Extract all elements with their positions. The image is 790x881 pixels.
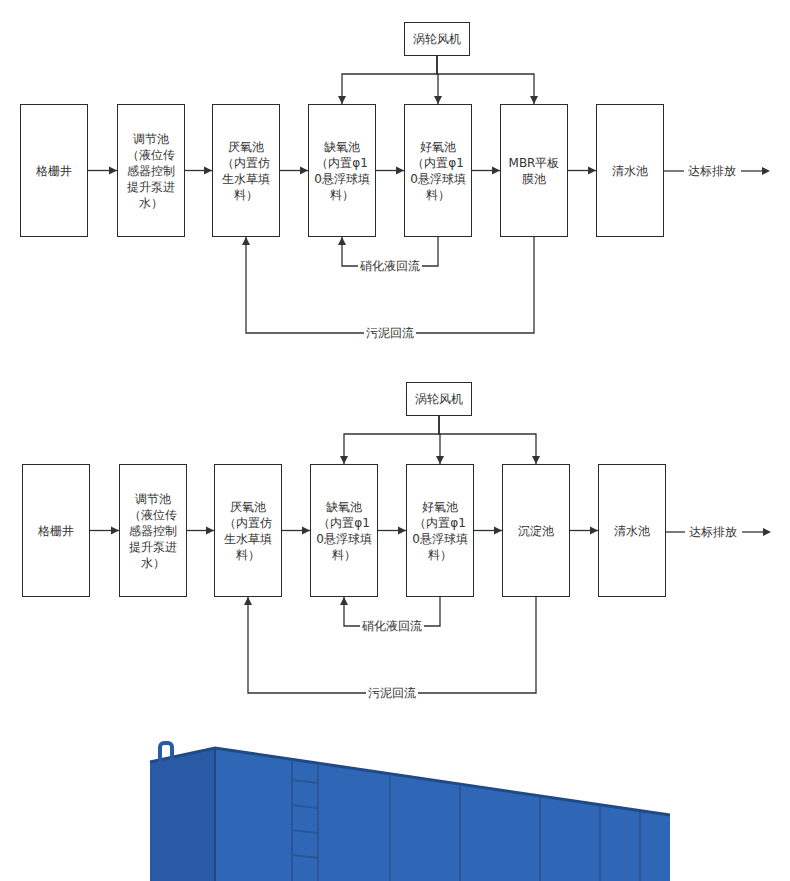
box-text: （内置仿生水草填料） [218,155,274,203]
process-box: 厌氧池（内置仿生水草填料） [212,104,280,237]
arrow-head [494,527,502,535]
flow-connector [282,527,310,535]
arrow-head [111,527,119,535]
edge-label: 硝化液回流 [360,619,424,633]
process-box: 缺氧池（内置φ10悬浮球填料） [308,104,376,237]
connector-line [439,416,536,464]
box-text: （内置仿生水草填料） [220,515,276,563]
box-text: 格栅井 [36,163,72,179]
flow-connector [568,167,596,175]
process-box: 厌氧池（内置仿生水草填料） [214,464,282,597]
edge-label: 污泥回流 [366,686,418,700]
process-box: 清水池 [596,104,664,237]
flow-connector [472,167,500,175]
discharge-arrow [664,167,771,536]
box-text: 缺氧池 [326,499,362,515]
arrow-head [532,456,540,464]
connector-line [248,597,536,693]
flow-connector [376,167,404,175]
flow-connector [244,597,536,693]
arrow-head [300,167,308,175]
process-box: 好氧池（内置φ10悬浮球填料） [406,464,474,597]
box-text: MBR平板膜池 [506,155,562,187]
process-box: 涡轮风机 [406,382,472,416]
arrow-head [206,527,214,535]
box-text: （内置φ10悬浮球填料） [410,155,466,203]
box-text: （液位传感器控制提升泵进水） [123,147,179,211]
process-box: 调节池（液位传感器控制提升泵进水） [119,464,187,597]
flow-connector [338,56,437,104]
arrow-head [340,597,348,605]
process-box: 缺氧池（内置φ10悬浮球填料） [310,464,378,597]
box-text: 清水池 [614,523,650,539]
arrow-head [436,456,444,464]
arrow-head [338,237,346,245]
edge-label: 污泥回流 [364,326,416,340]
flow-connector [280,167,308,175]
process-box: 格栅井 [22,464,90,597]
process-box: 调节池（液位传感器控制提升泵进水） [117,104,185,237]
box-text: 调节池 [135,491,171,507]
connector-line [437,56,534,104]
discharge-label: 达标排放 [689,524,737,540]
flow-connector [434,56,442,104]
box-text: 涡轮风机 [415,391,463,407]
flow-connector [187,527,214,535]
process-box: MBR平板膜池 [500,104,568,237]
connector-line [246,237,534,333]
arrow-head [590,527,598,535]
arrow-head [492,167,500,175]
flow-connector [378,527,406,535]
box-text: 厌氧池 [230,499,266,515]
connector-line [342,56,437,104]
arrow-head [302,527,310,535]
arrow-head [340,456,348,464]
arrow-head [242,237,250,245]
arrow-head [244,597,252,605]
flow-connector [436,416,444,464]
arrow-head [204,167,212,175]
flow-connector [90,527,119,535]
discharge-label: 达标排放 [688,163,736,179]
process-box: 涡轮风机 [404,22,470,56]
arrow-head [434,96,442,104]
box-text: 缺氧池 [324,139,360,155]
box-text: 沉淀池 [518,523,554,539]
box-text: （内置φ10悬浮球填料） [412,515,468,563]
connector-line [344,416,439,464]
edge-label: 硝化液回流 [358,259,422,273]
flow-connector [340,416,439,464]
arrow-head [109,167,117,175]
box-text: （内置φ10悬浮球填料） [314,155,370,203]
flow-connector [570,527,598,535]
box-text: 调节池 [133,131,169,147]
box-text: 涡轮风机 [413,31,461,47]
arrow-head [398,527,406,535]
process-box: 好氧池（内置φ10悬浮球填料） [404,104,472,237]
flow-connector [437,56,538,104]
process-box: 格栅井 [20,104,88,237]
box-text: 格栅井 [38,523,74,539]
flow-connector [439,416,540,464]
process-box: 沉淀池 [502,464,570,597]
arrow-head [588,167,596,175]
process-box: 清水池 [598,464,666,597]
box-text: 好氧池 [420,139,456,155]
box-text: 清水池 [612,163,648,179]
flow-connector [242,237,534,333]
arrow-head [396,167,404,175]
flow-connector [88,167,117,175]
flow-connector [474,527,502,535]
box-text: （液位传感器控制提升泵进水） [125,507,181,571]
tank-photo [150,743,670,881]
box-text: （内置φ10悬浮球填料） [316,515,372,563]
arrow-head [530,96,538,104]
arrow-head [338,96,346,104]
box-text: 厌氧池 [228,139,264,155]
box-text: 好氧池 [422,499,458,515]
flow-connector [185,167,212,175]
